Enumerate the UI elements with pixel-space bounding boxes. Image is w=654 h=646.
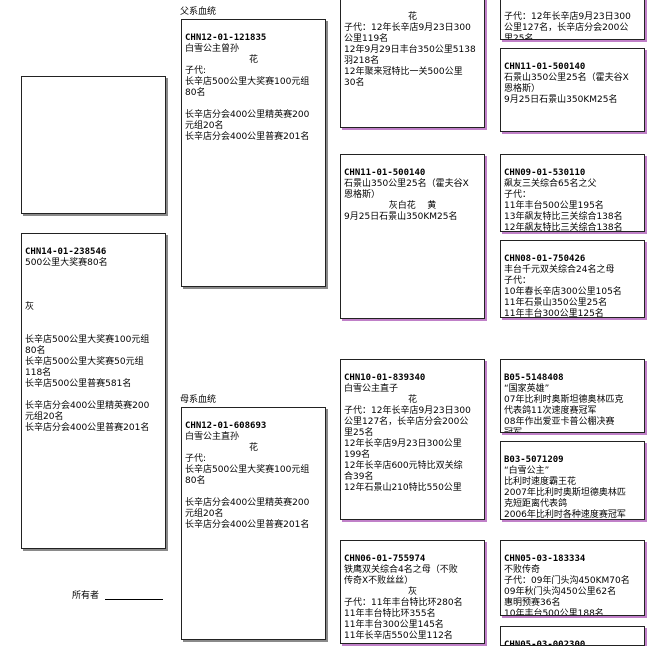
ring-number: CHN08-01-750426 [504, 254, 586, 264]
card-notes: 子代： 11年丰台500公里195名 13年飙友特比三关综合138名 12年飙友… [504, 190, 623, 232]
bird-name: 铁鹰双关综合4名之母（不败 传奇X不败丝丝） [344, 565, 458, 586]
bird-name: 石景山350公里25名（霍夫谷X 恩格斯） [344, 179, 469, 200]
ring-number: CHN14-01-238546 [25, 247, 107, 257]
bird-name: “白雪公主” [504, 466, 550, 476]
ring-number: CHN06-01-755974 [344, 554, 426, 564]
bird-color: 灰 [407, 587, 417, 597]
bird-name: 白雪公主直子 [344, 384, 399, 394]
card-notes: 9月25日石景山350KM25名 [344, 212, 458, 222]
card-notes: 比利时速度霸王花 2007年比利时奥斯坦德奥林匹 克短距离代表鸽 2006年比利… [504, 477, 626, 520]
bird-color: 花 [407, 12, 417, 22]
owner-signature-line[interactable] [105, 598, 163, 600]
card-notes: 9月25日石景山350KM25名 [504, 95, 618, 105]
bird-name: 白雪公主曾孙 [185, 44, 240, 54]
ring-number: CHN11-01-500140 [504, 62, 586, 72]
card-notes: 子代: 长辛店500公里大奖赛100元组 80名 长辛店分会400公里精英赛20… [185, 66, 310, 142]
ring-number: CHN05-03-002300 [504, 640, 586, 646]
card-notes: 子代：12年长辛店9月23日300 公里119名 12年9月29日丰台350公里… [344, 23, 476, 88]
owner-label: 所有者 [72, 591, 100, 601]
card-notes: 07年比利时奥斯坦德奥林匹克 代表鸽11次速度赛冠军 08年作出爱亚卡普公棚决赛… [504, 395, 624, 433]
card-notes: 子代： 10年春长辛店300公里105名 11年石景山350公里25名 11年丰… [504, 276, 622, 318]
bird-name: 石景山350公里25名（霍夫谷X 恩格斯） [504, 73, 629, 94]
bird-name: “国家英雄” [504, 384, 550, 394]
card-notes: 500公里大奖赛80名 灰 长辛店500公里大奖赛100元组 80名 长辛店50… [25, 258, 150, 433]
card-notes: 子代：09年门头沟450KM70名 09年秋门头沟450公里62名 惠明预赛36… [504, 576, 630, 616]
bird-name: 白雪公主直孙 [185, 432, 240, 442]
ring-number: CHN05-03-183334 [504, 554, 586, 564]
dam-line-label: 母系血统 [180, 395, 217, 405]
card-notes: 子代：12年长辛店9月23日300 公里127名，长辛店分会200公 里25名 … [344, 406, 471, 493]
bird-color: 灰白花 黄 [388, 201, 437, 211]
ring-number: B05-5148408 [504, 373, 564, 383]
pedigree-card-gen3-1: 花子代：12年长辛店9月23日300 公里119名 12年9月29日丰台350公… [340, 0, 485, 128]
ring-number: B03-5071209 [504, 455, 564, 465]
sire-line-label: 父系血统 [180, 7, 217, 17]
bird-color: 花 [407, 395, 417, 405]
pedigree-card-gen4-5: B05-5148408“国家英雄” 07年比利时奥斯坦德奥林匹克 代表鸽11次速… [500, 359, 645, 433]
bird-name: 飙友三关综合65名之父 [504, 179, 597, 189]
bird-color: 花 [248, 55, 258, 65]
pedigree-card-gen4-1: 子代：12年长辛店9月23日300 公里127名，长辛店分会200公 里25名 … [500, 0, 645, 40]
subject-photo-frame [21, 76, 166, 214]
bird-name: 丰台千元双关综合24名之母 [504, 265, 615, 275]
ring-number: CHN10-01-839340 [344, 373, 426, 383]
bird-name: 不败传奇 [504, 565, 541, 575]
ring-number: CHN12-01-608693 [185, 421, 267, 431]
ring-number: CHN12-01-121835 [185, 33, 267, 43]
ring-number: CHN09-01-530110 [504, 168, 586, 178]
card-notes: 子代: 长辛店500公里大奖赛100元组 80名 长辛店分会400公里精英赛20… [185, 454, 310, 530]
bird-color: 花 [248, 443, 258, 453]
pedigree-card-gen4-8: CHN05-03-002300 [500, 626, 645, 646]
ring-number: CHN11-01-500140 [344, 168, 426, 178]
pedigree-card-gen4-6: B03-5071209“白雪公主” 比利时速度霸王花 2007年比利时奥斯坦德奥… [500, 441, 645, 520]
card-notes: 子代：12年长辛店9月23日300 公里127名，长辛店分会200公 里25名 … [504, 12, 631, 40]
card-notes: 子代：11年丰台特比环280名 11年丰台特比环355名 11年丰台300公里1… [344, 598, 463, 641]
